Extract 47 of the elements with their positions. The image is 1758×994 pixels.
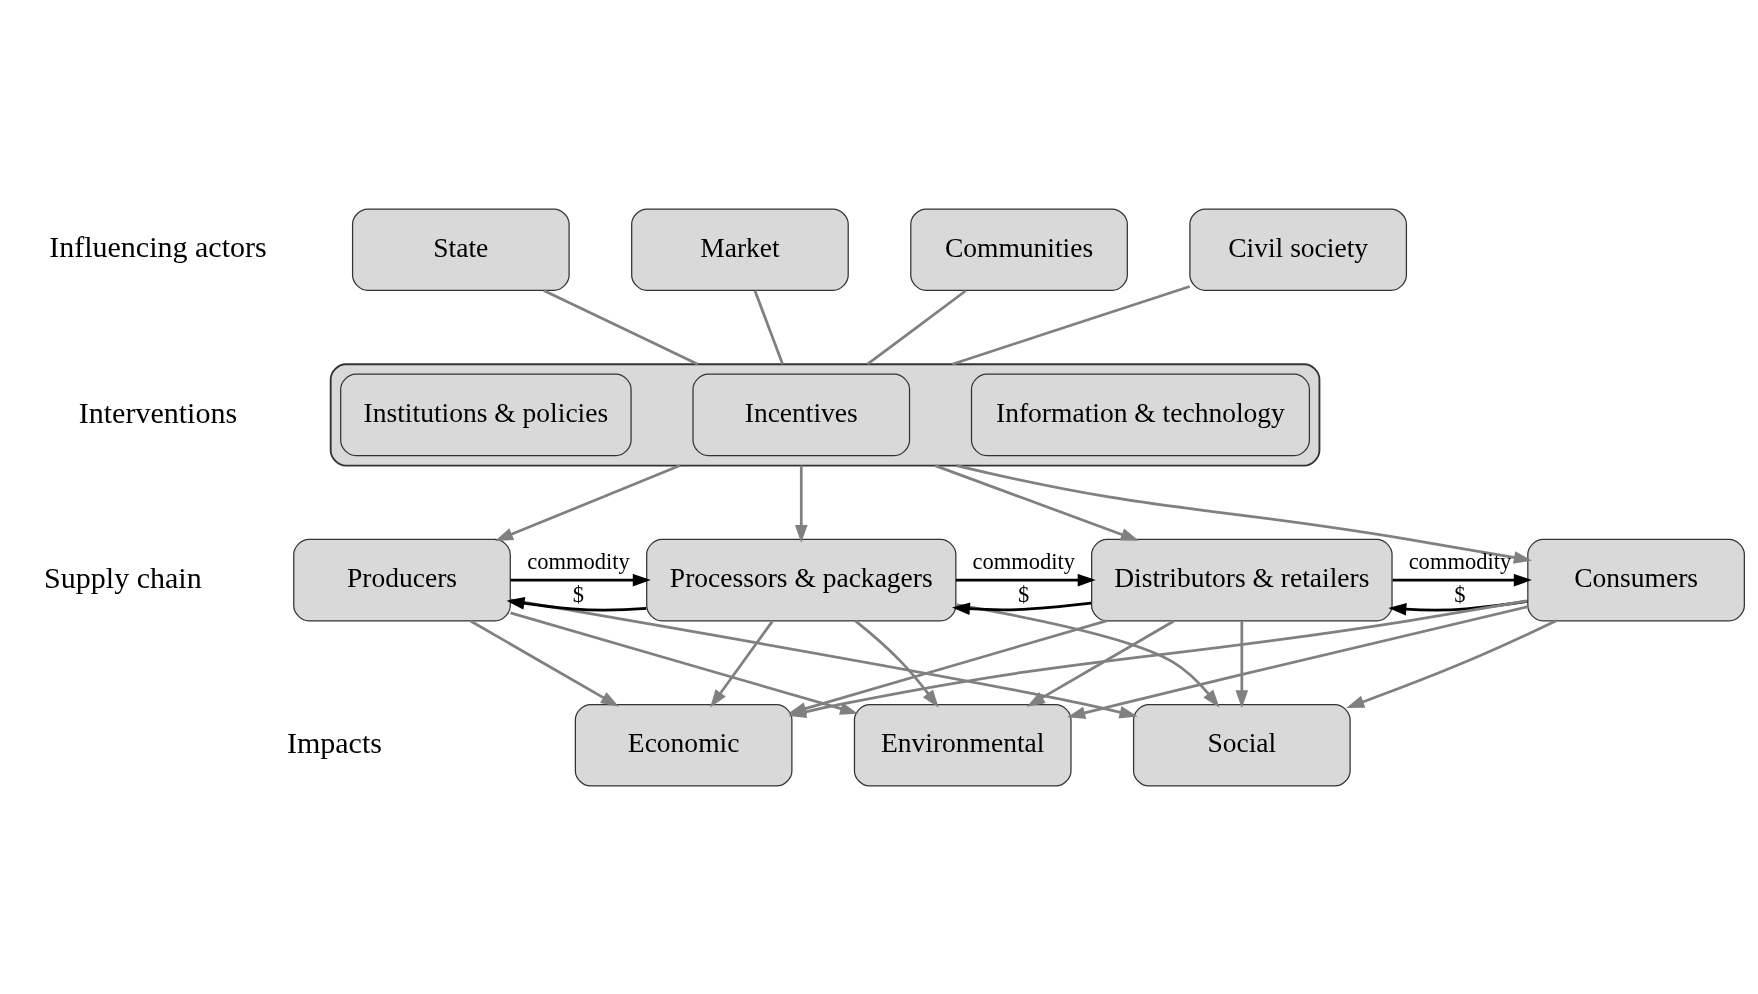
arrow [506,596,646,612]
arrow [854,619,939,708]
label: Interventions [78,395,237,429]
node-box: Institutions & policies [339,373,632,456]
node-box: Economic [574,703,792,787]
arrow [934,463,1139,541]
connector [866,289,967,365]
node-box: Social [1132,703,1351,787]
edge-label: commodity [526,548,630,574]
arrow [794,465,808,543]
node-box: Producers [292,538,511,621]
edge-label: $ [572,581,584,607]
arrow [1026,619,1175,707]
arrow [1235,620,1248,708]
connector [542,288,698,365]
arrow [510,573,651,586]
node-box: Civil society [1188,207,1407,291]
edge-label: commodity [971,548,1075,574]
arrow [951,601,1091,615]
arrow [1345,619,1557,708]
arrow [955,573,1096,586]
edge-label: commodity [1408,548,1511,574]
node-box: Market [630,207,849,291]
node-box: Communities [909,207,1128,291]
node-box: State [351,207,570,291]
edge-label: $ [1017,581,1029,607]
arrow [955,602,1220,708]
label: Impacts [286,725,382,759]
arrow [469,619,619,707]
arrow [1387,599,1528,616]
cluster [329,362,1320,466]
node-box: Environmental [853,703,1072,787]
node-box: Information & technology [970,373,1310,456]
label: Supply chain [43,560,202,594]
arrow [709,619,774,707]
arrow [1392,573,1532,586]
arrow [494,463,680,541]
node-box: Distributors & retailers [1090,538,1393,621]
edge-label: $ [1453,581,1466,607]
connector [951,284,1190,365]
label: Influencing actors [48,229,267,263]
node-box: Processors & packagers [645,538,956,621]
node-box: Incentives [691,373,910,456]
arrow [955,463,1532,564]
arrow [1066,604,1528,719]
node-box: Consumers [1526,538,1745,621]
connector [753,289,784,365]
